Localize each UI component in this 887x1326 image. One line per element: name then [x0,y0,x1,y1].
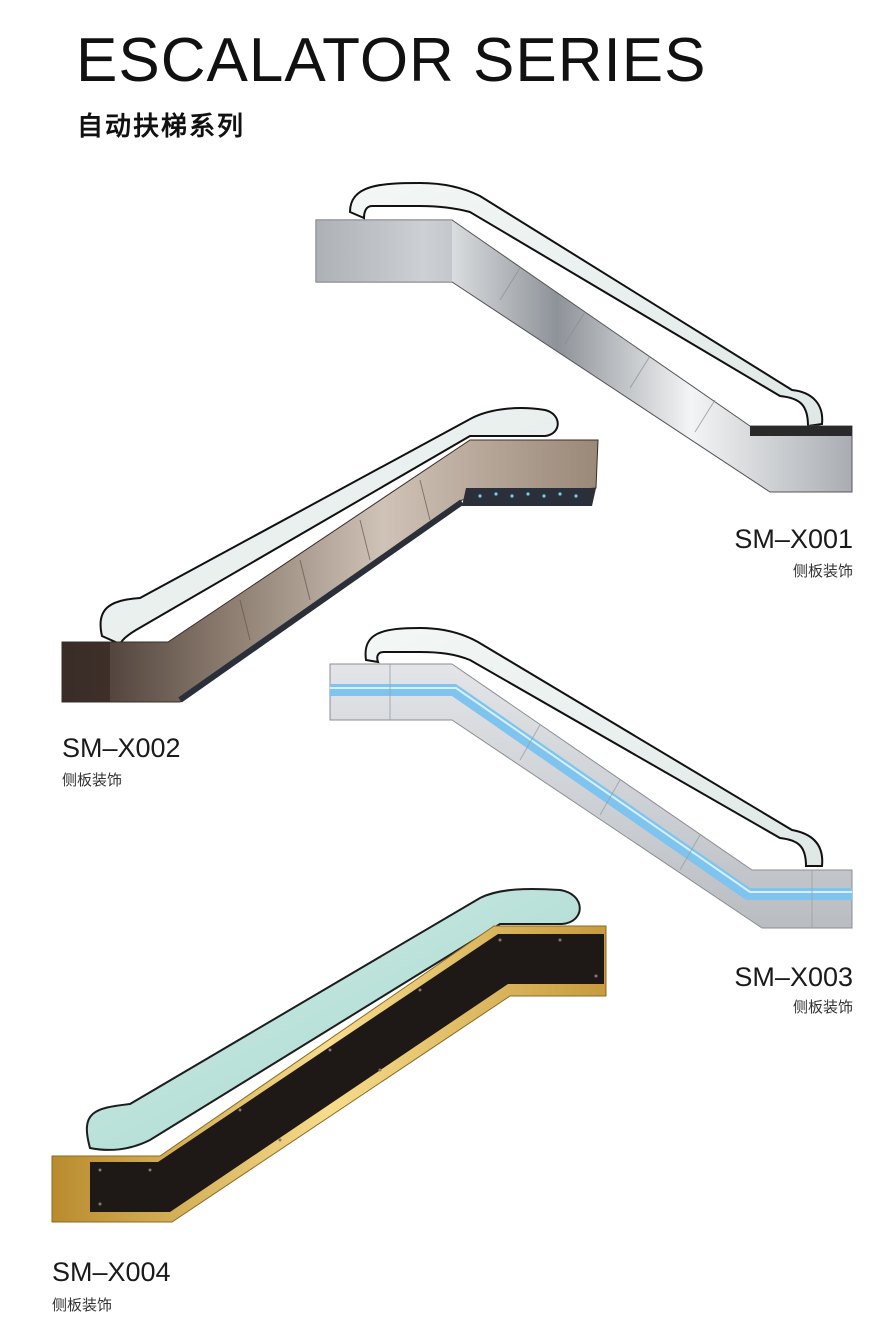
page-subtitle: 自动扶梯系列 [77,112,246,142]
side-panel-note-x001: 侧板装饰 [792,562,853,580]
side-panel-note-x003: 侧板装饰 [792,998,853,1016]
page-title: ESCALATOR SERIES [76,26,707,95]
escalator-x002-image [61,407,599,703]
escalator-x003-image [329,626,853,929]
side-panel-note-x002: 侧板装饰 [62,771,123,789]
side-panel-note-x004: 侧板装饰 [52,1296,113,1314]
escalator-x004-image [51,887,607,1223]
model-label-x001: SM–X001 [734,524,853,554]
model-label-x003: SM–X003 [734,962,853,992]
escalator-x001-image [315,181,853,493]
model-label-x002: SM–X002 [62,733,181,763]
model-label-x004: SM–X004 [52,1257,171,1287]
